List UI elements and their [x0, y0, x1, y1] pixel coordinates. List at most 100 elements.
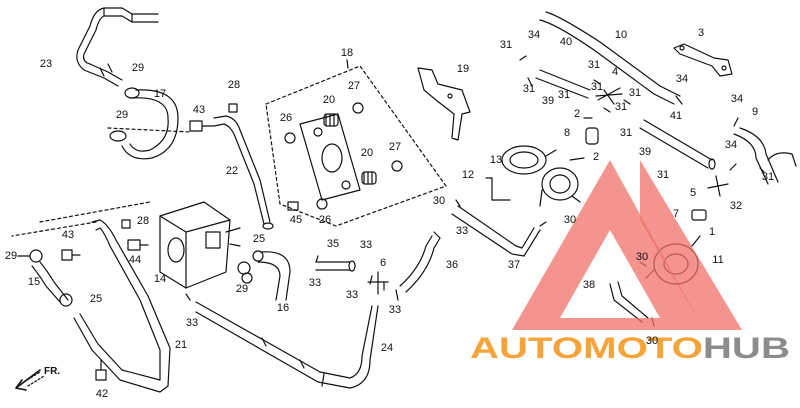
watermark-triangle-right [640, 160, 742, 330]
callout-2: 2 [593, 151, 599, 163]
callout-27: 27 [348, 80, 360, 92]
callout-33: 33 [360, 239, 372, 251]
callout-25: 25 [253, 233, 265, 245]
clamp-13 [501, 145, 557, 175]
bracket-19 [417, 67, 471, 141]
bolt-42 [95, 359, 107, 381]
callout-18: 18 [341, 47, 353, 59]
hose-10 [539, 11, 681, 105]
washer-26-top [284, 132, 296, 144]
hose-24 [195, 301, 379, 389]
callout-5: 5 [690, 187, 696, 199]
watermark-triangle [512, 160, 704, 330]
bolt-44 [127, 239, 149, 251]
cross-fitting-4 [595, 87, 623, 105]
washer-26-bottom [316, 198, 328, 210]
grommet-20-top [323, 113, 339, 127]
tube-21 [73, 219, 171, 393]
hose-41 [639, 119, 716, 170]
callout-8: 8 [564, 127, 570, 139]
callout-32: 32 [730, 200, 742, 212]
callout-31: 31 [762, 171, 774, 183]
callout-44: 44 [129, 254, 141, 266]
filter-8 [585, 127, 599, 145]
callout-34: 34 [725, 139, 737, 151]
callout-31: 31 [588, 59, 600, 71]
callout-31: 31 [500, 39, 512, 51]
canister-12 [539, 167, 581, 207]
bolt-43-top [189, 120, 215, 132]
callout-30: 30 [433, 195, 445, 207]
callout-19: 19 [457, 63, 469, 75]
callout-31: 31 [615, 101, 627, 113]
callout-31: 31 [523, 83, 535, 95]
callout-31: 31 [657, 169, 669, 181]
assembly-18-outline [265, 65, 447, 227]
leader-14-right [11, 221, 97, 237]
fitting-2-bottom [569, 157, 585, 161]
leader-18 [346, 59, 349, 69]
callout-34: 34 [731, 93, 743, 105]
t-joint-6 [367, 271, 389, 295]
callout-30: 30 [564, 214, 576, 226]
fitting-5 [707, 175, 729, 197]
callout-15: 15 [28, 276, 40, 288]
clamp-25-16 [252, 250, 264, 262]
watermark-part2: HUB [703, 332, 790, 365]
callout-22: 22 [226, 165, 238, 177]
callout-28: 28 [228, 79, 240, 91]
callout-26: 26 [280, 112, 292, 124]
callout-39: 39 [639, 146, 651, 158]
callout-23: 23 [40, 58, 52, 70]
callout-28: 28 [137, 215, 149, 227]
callout-33: 33 [186, 317, 198, 329]
watermark-part1: AUTOMOTO [470, 332, 703, 365]
hose-38 [609, 281, 649, 323]
callout-35: 35 [327, 238, 339, 250]
callout-33: 33 [389, 304, 401, 316]
callout-27: 27 [389, 141, 401, 153]
bolt-28-left [121, 219, 131, 229]
leader-14-left [39, 201, 151, 223]
callout-33: 33 [309, 277, 321, 289]
callout-33: 33 [456, 225, 468, 237]
grommet-20-bottom [361, 171, 377, 185]
callout-29: 29 [132, 62, 144, 74]
bolt-28-top [228, 103, 238, 113]
callout-36: 36 [446, 259, 458, 271]
tube-22 [213, 115, 274, 230]
callout-37: 37 [508, 259, 520, 271]
callout-3: 3 [698, 27, 704, 39]
joint-7 [691, 209, 707, 221]
callout-45: 45 [290, 214, 302, 226]
clamp-29-mid [109, 130, 127, 142]
callout-29: 29 [116, 109, 128, 121]
callout-13: 13 [490, 154, 502, 166]
callout-30: 30 [636, 251, 648, 263]
callout-6: 6 [380, 257, 386, 269]
hose-15 [17, 249, 73, 307]
direction-label: FR. [44, 366, 60, 377]
callout-17: 17 [154, 88, 166, 100]
nut-27-top [352, 102, 364, 114]
hose-36 [399, 235, 441, 293]
callout-20: 20 [323, 94, 335, 106]
callout-34: 34 [676, 73, 688, 85]
callout-7: 7 [673, 208, 679, 220]
callout-20: 20 [361, 147, 373, 159]
callout-39: 39 [542, 95, 554, 107]
hose-37 [451, 205, 541, 257]
callout-40: 40 [560, 36, 572, 48]
callout-31: 31 [591, 81, 603, 93]
callout-11: 11 [712, 254, 723, 266]
pipe-23 [76, 7, 159, 87]
callout-33: 33 [346, 289, 358, 301]
direction-arrow-icon [15, 369, 45, 391]
callout-34: 34 [528, 29, 540, 41]
plate [299, 113, 361, 201]
callout-25: 25 [90, 293, 102, 305]
